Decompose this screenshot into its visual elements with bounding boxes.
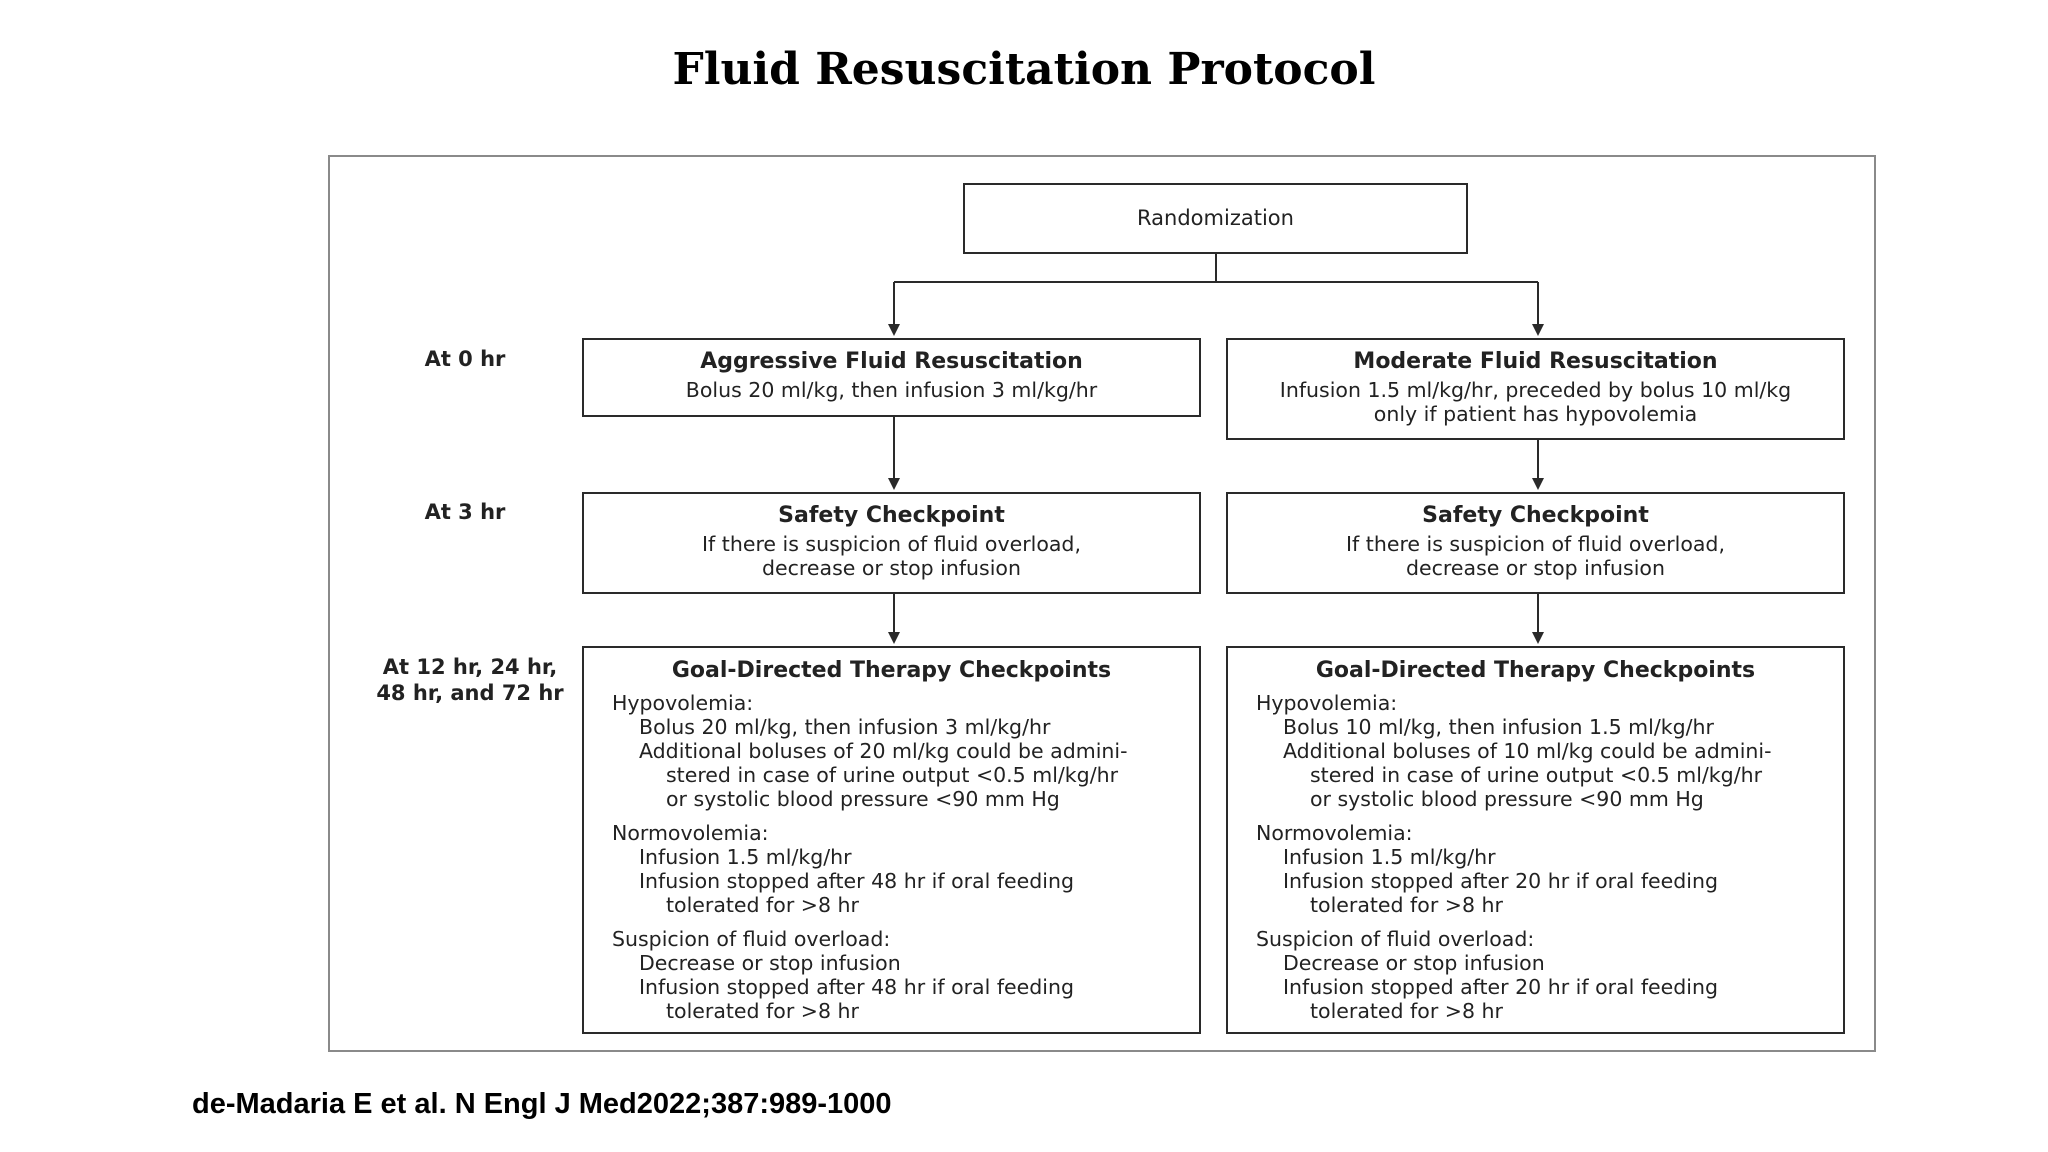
moderate-normovolemia-section: Normovolemia: Infusion 1.5 ml/kg/hr Infu… [1256,821,1843,917]
moderate-line1: Infusion 1.5 ml/kg/hr, preceded by bolus… [1279,378,1792,402]
time-label-0hr-text: At 0 hr [424,347,506,371]
aggressive-overload-section: Suspicion of fluid overload: Decrease or… [612,927,1199,1023]
moderate-overload-item1: Decrease or stop infusion [1283,951,1545,975]
diagram-frame [328,155,1876,1052]
time-label-12hr-line1: At 12 hr, 24 hr, [382,655,558,679]
aggressive-overload-item1: Decrease or stop infusion [639,951,901,975]
aggressive-hypovolemia-item1: Bolus 20 ml/kg, then infusion 3 ml/kg/hr [639,715,1051,739]
aggressive-normovolemia-label: Normovolemia: [612,821,769,845]
aggressive-heading: Aggressive Fluid Resuscitation [700,349,1083,374]
moderate-normovolemia-label: Normovolemia: [1256,821,1413,845]
citation: de-Madaria E et al. N Engl J Med2022;387… [192,1088,892,1120]
aggressive-normovolemia-item2b: tolerated for >8 hr [666,893,859,917]
moderate-safety-line2: decrease or stop infusion [1406,556,1665,580]
aggressive-hypovolemia-label: Hypovolemia: [612,691,754,715]
moderate-hypovolemia-item2c: or systolic blood pressure <90 mm Hg [1310,787,1704,811]
time-label-12hr-line2: 48 hr, and 72 hr [376,681,564,705]
moderate-hypovolemia-item2b: stered in case of urine output <0.5 ml/k… [1310,763,1763,787]
aggressive-overload-item2b: tolerated for >8 hr [666,999,859,1023]
moderate-hypovolemia-item2a: Additional boluses of 10 ml/kg could be … [1283,739,1772,763]
aggressive-normovolemia-item2a: Infusion stopped after 48 hr if oral fee… [639,869,1074,893]
aggressive-safety-heading: Safety Checkpoint [778,503,1005,528]
moderate-goal-directed-box: Goal-Directed Therapy Checkpoints Hypovo… [1226,646,1845,1034]
moderate-hypovolemia-item1: Bolus 10 ml/kg, then infusion 1.5 ml/kg/… [1283,715,1714,739]
moderate-line2: only if patient has hypovolemia [1373,402,1698,426]
moderate-overload-label: Suspicion of fluid overload: [1256,927,1535,951]
moderate-normovolemia-item1: Infusion 1.5 ml/kg/hr [1283,845,1496,869]
moderate-goal-heading: Goal-Directed Therapy Checkpoints [1315,658,1756,683]
aggressive-resuscitation-box: Aggressive Fluid Resuscitation Bolus 20 … [582,338,1201,417]
aggressive-hypovolemia-section: Hypovolemia: Bolus 20 ml/kg, then infusi… [612,691,1199,811]
time-label-0hr: At 0 hr [400,346,530,372]
time-label-3hr-text: At 3 hr [424,500,506,524]
aggressive-goal-heading: Goal-Directed Therapy Checkpoints [671,658,1112,683]
moderate-normovolemia-item2a: Infusion stopped after 20 hr if oral fee… [1283,869,1718,893]
aggressive-goal-directed-box: Goal-Directed Therapy Checkpoints Hypovo… [582,646,1201,1034]
aggressive-line1: Bolus 20 ml/kg, then infusion 3 ml/kg/hr [685,378,1098,402]
aggressive-hypovolemia-item2c: or systolic blood pressure <90 mm Hg [666,787,1060,811]
randomization-label: Randomization [1137,206,1294,230]
moderate-resuscitation-box: Moderate Fluid Resuscitation Infusion 1.… [1226,338,1845,440]
moderate-overload-item2b: tolerated for >8 hr [1310,999,1503,1023]
randomization-box: Randomization [963,183,1468,254]
moderate-heading: Moderate Fluid Resuscitation [1353,349,1718,374]
time-label-12-72hr: At 12 hr, 24 hr, 48 hr, and 72 hr [362,654,578,706]
aggressive-safety-line1: If there is suspicion of fluid overload, [702,532,1081,556]
aggressive-safety-line2: decrease or stop infusion [762,556,1021,580]
moderate-hypovolemia-section: Hypovolemia: Bolus 10 ml/kg, then infusi… [1256,691,1843,811]
moderate-safety-checkpoint-box: Safety Checkpoint If there is suspicion … [1226,492,1845,594]
aggressive-overload-item2a: Infusion stopped after 48 hr if oral fee… [639,975,1074,999]
moderate-overload-item2a: Infusion stopped after 20 hr if oral fee… [1283,975,1718,999]
moderate-normovolemia-item2b: tolerated for >8 hr [1310,893,1503,917]
aggressive-hypovolemia-item2b: stered in case of urine output <0.5 ml/k… [666,763,1119,787]
moderate-safety-heading: Safety Checkpoint [1422,503,1649,528]
moderate-overload-section: Suspicion of fluid overload: Decrease or… [1256,927,1843,1023]
page-title: Fluid Resuscitation Protocol [672,44,1376,95]
aggressive-normovolemia-item1: Infusion 1.5 ml/kg/hr [639,845,852,869]
aggressive-safety-checkpoint-box: Safety Checkpoint If there is suspicion … [582,492,1201,594]
aggressive-hypovolemia-item2a: Additional boluses of 20 ml/kg could be … [639,739,1128,763]
time-label-3hr: At 3 hr [400,499,530,525]
moderate-hypovolemia-label: Hypovolemia: [1256,691,1398,715]
aggressive-normovolemia-section: Normovolemia: Infusion 1.5 ml/kg/hr Infu… [612,821,1199,917]
moderate-safety-line1: If there is suspicion of fluid overload, [1346,532,1725,556]
aggressive-overload-label: Suspicion of fluid overload: [612,927,891,951]
